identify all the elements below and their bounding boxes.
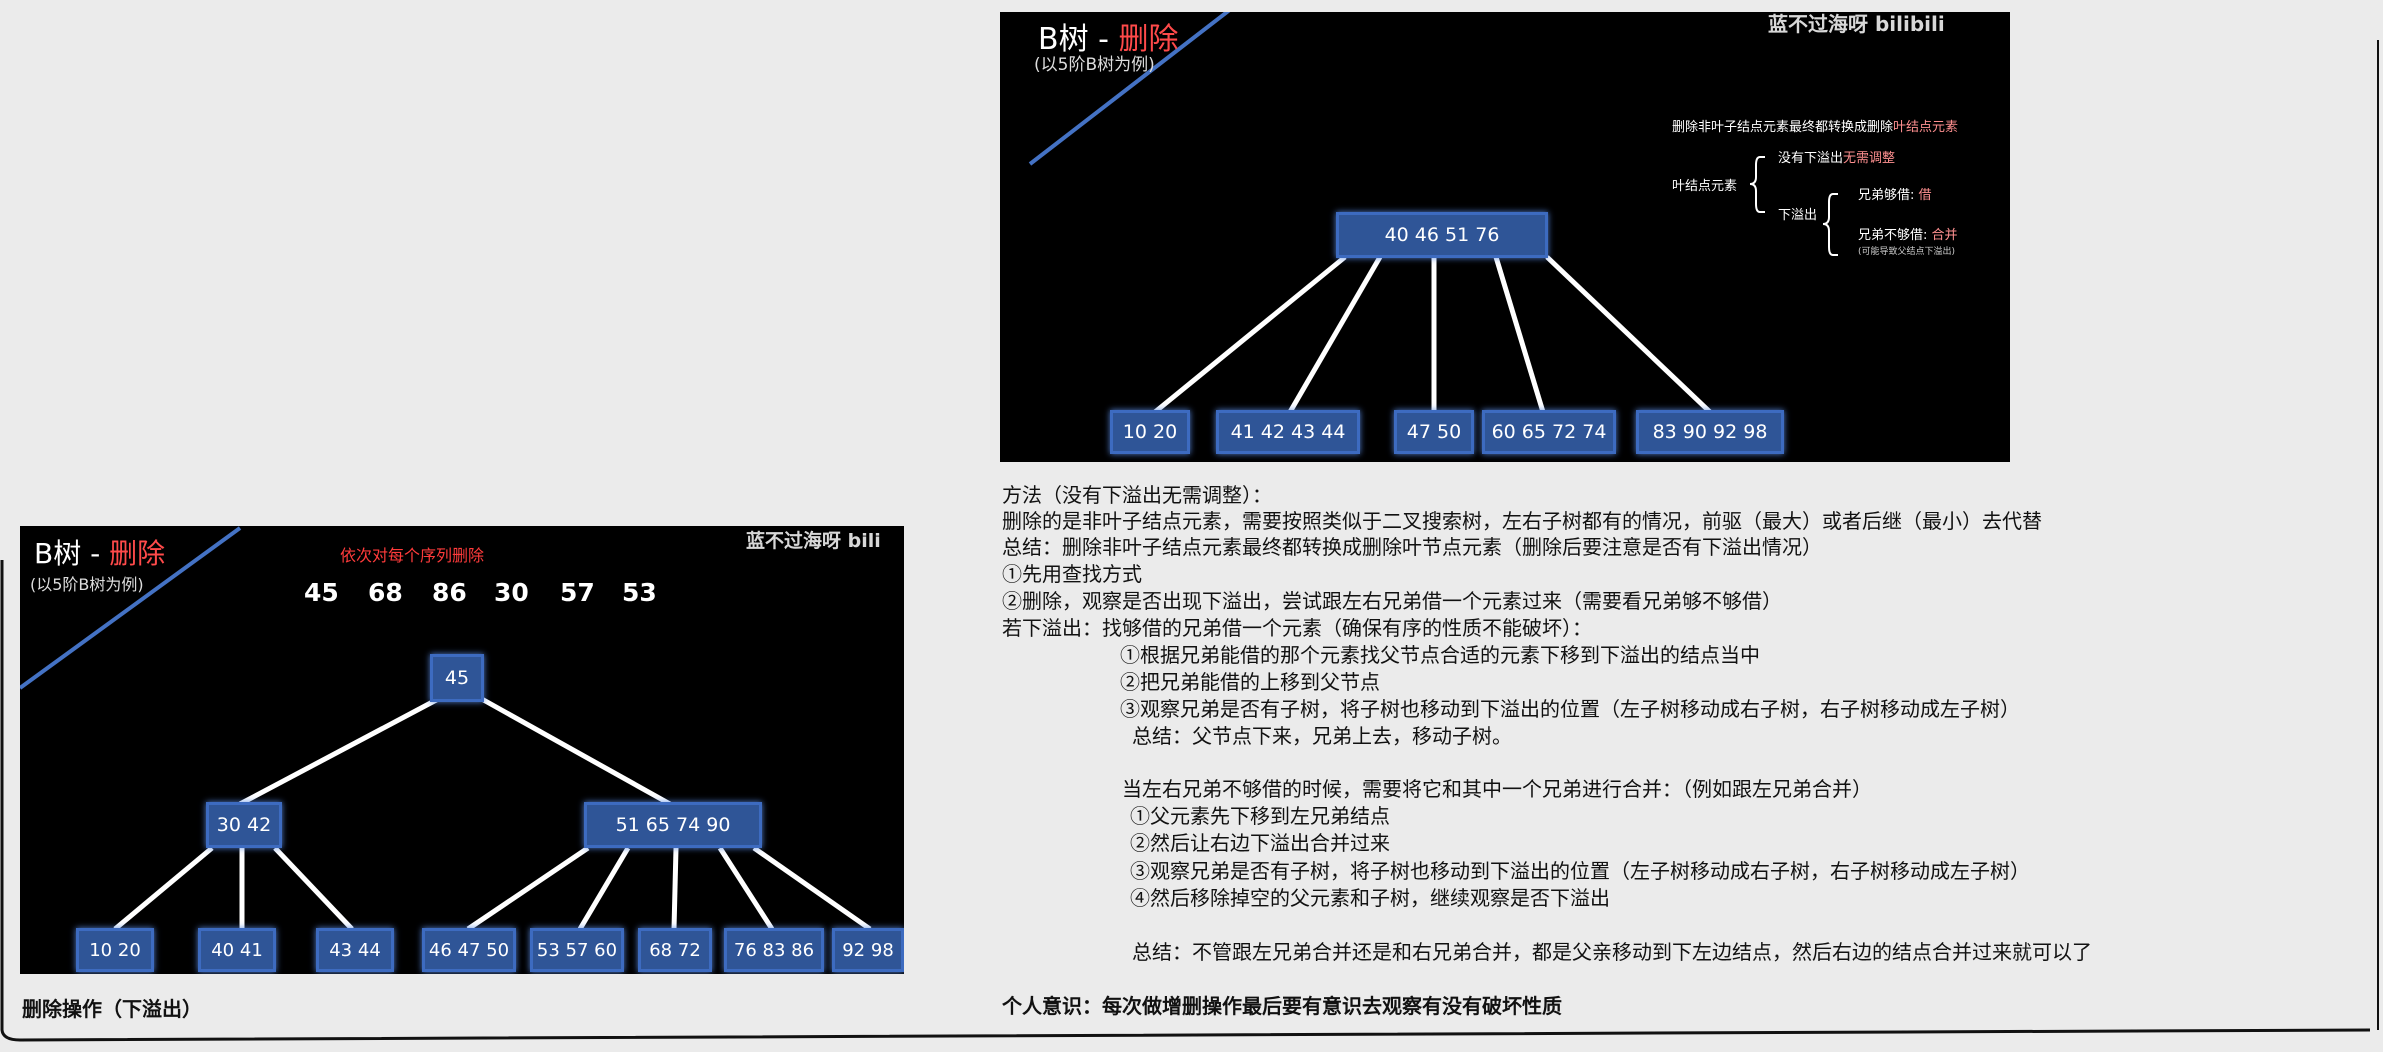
- bottom-panel-subtitle: (以5阶B树为例): [30, 575, 144, 594]
- hint-underflow-label: 下溢出: [1778, 208, 1818, 223]
- hint-no-underflow: 没有下溢出无需调整: [1778, 151, 1896, 166]
- sequence-item: 30: [494, 578, 529, 607]
- note-line: ①先用查找方式: [1002, 562, 1142, 586]
- note-line: 总结：删除非叶子结点元素最终都转换成删除叶节点元素（删除后要注意是否有下溢出情况…: [1002, 535, 1822, 559]
- top-diagram-panel: B树 - 删除 (以5阶B树为例) 蓝不过海呀 bilibili 40 46 5…: [1000, 12, 2010, 462]
- note-line: 方法（没有下溢出无需调整）：: [1002, 483, 1272, 507]
- bottom-tree-lines: [20, 526, 872, 932]
- bottom-leaf-node: 68 72: [638, 928, 712, 972]
- left-caption: 删除操作（下溢出）: [22, 997, 202, 1021]
- top-leaf-node: 60 65 72 74: [1482, 410, 1616, 454]
- note-line: 当左右兄弟不够借的时候，需要将它和其中一个兄弟进行合并：（例如跟左兄弟合并）: [1122, 777, 1872, 801]
- bottom-leaf-node: 10 20: [76, 928, 154, 972]
- bottom-panel-title: B树 - 删除: [34, 532, 165, 572]
- bottom-level2-node: 30 42: [206, 802, 282, 848]
- top-tree-lines: [1028, 12, 1838, 414]
- note-line: ③观察兄弟是否有子树，将子树也移动到下溢出的位置（左子树移动成右子树，右子树移动…: [1120, 697, 2020, 721]
- bottom-leaf-node: 92 98: [832, 928, 904, 972]
- bottom-instruction: 依次对每个序列删除: [340, 546, 485, 565]
- note-line: 若下溢出：找够借的兄弟借一个元素（确保有序的性质不能破坏）：: [1002, 616, 1592, 640]
- note-line: 个人意识：每次做增删操作最后要有意识去观察有没有破坏性质: [1002, 994, 1562, 1018]
- top-watermark: 蓝不过海呀 bilibili: [1768, 12, 1945, 36]
- top-leaf-node: 41 42 43 44: [1216, 410, 1360, 454]
- bottom-root-node: 45: [430, 654, 484, 702]
- hint-leaf-label: 叶结点元素: [1672, 179, 1738, 194]
- title-red-text: 删除: [109, 537, 166, 570]
- top-leaf-node: 10 20: [1110, 410, 1190, 454]
- title-main-text: B树 -: [1038, 22, 1119, 57]
- bottom-leaf-node: 53 57 60: [530, 928, 624, 972]
- bottom-leaf-node: 40 41: [198, 928, 276, 972]
- top-panel-subtitle: (以5阶B树为例): [1034, 55, 1155, 75]
- title-main-text: B树 -: [34, 537, 110, 570]
- top-root-node: 40 46 51 76: [1336, 212, 1548, 258]
- hint-merge-note: (可能导致父结点下溢出): [1858, 247, 1956, 257]
- title-red-text: 删除: [1118, 22, 1179, 57]
- note-line: ①根据兄弟能借的那个元素找父节点合适的元素下移到下溢出的结点当中: [1120, 643, 1760, 667]
- bottom-leaf-node: 76 83 86: [724, 928, 824, 972]
- note-line: 删除的是非叶子结点元素，需要按照类似于二叉搜索树，左右子树都有的情况，前驱（最大…: [1002, 509, 2042, 533]
- note-line: 总结：父节点下来，兄弟上去，移动子树。: [1132, 724, 1512, 748]
- note-line: ①父元素先下移到左兄弟结点: [1130, 804, 1390, 828]
- note-line: ②删除，观察是否出现下溢出，尝试跟左右兄弟借一个元素过来（需要看兄弟够不够借）: [1002, 589, 1782, 613]
- top-leaf-node: 47 50: [1394, 410, 1474, 454]
- bottom-leaf-node: 43 44: [316, 928, 394, 972]
- sequence-item: 86: [432, 578, 467, 607]
- note-line: ②然后让右边下溢出合并过来: [1130, 831, 1390, 855]
- bottom-diagram-panel: B树 - 删除 (以5阶B树为例) 蓝不过海呀 bili 依次对每个序列删除 4…: [20, 526, 904, 974]
- hint-borrow: 兄弟够借: 借: [1858, 188, 1932, 203]
- top-panel-title: B树 - 删除: [1038, 14, 1178, 58]
- bottom-watermark: 蓝不过海呀 bili: [746, 530, 881, 552]
- hint-merge: 兄弟不够借: 合并: [1858, 228, 1958, 243]
- top-leaf-node: 83 90 92 98: [1636, 410, 1784, 454]
- hint-line-1: 删除非叶子结点元素最终都转换成删除叶结点元素: [1672, 120, 1959, 135]
- sequence-item: 68: [368, 578, 403, 607]
- note-line: ③观察兄弟是否有子树，将子树也移动到下溢出的位置（左子树移动成右子树，右子树移动…: [1130, 859, 2030, 883]
- sequence-item: 45: [304, 578, 339, 607]
- sequence-item: 57: [560, 578, 595, 607]
- note-line: ②把兄弟能借的上移到父节点: [1120, 670, 1380, 694]
- sequence-item: 53: [622, 578, 657, 607]
- note-line: 总结：不管跟左兄弟合并还是和右兄弟合并，都是父亲移动到下左边结点，然后右边的结点…: [1132, 940, 2092, 964]
- bottom-leaf-node: 46 47 50: [422, 928, 516, 972]
- note-line: ④然后移除掉空的父元素和子树，继续观察是否下溢出: [1130, 886, 1610, 910]
- bottom-level2-node: 51 65 74 90: [584, 802, 762, 848]
